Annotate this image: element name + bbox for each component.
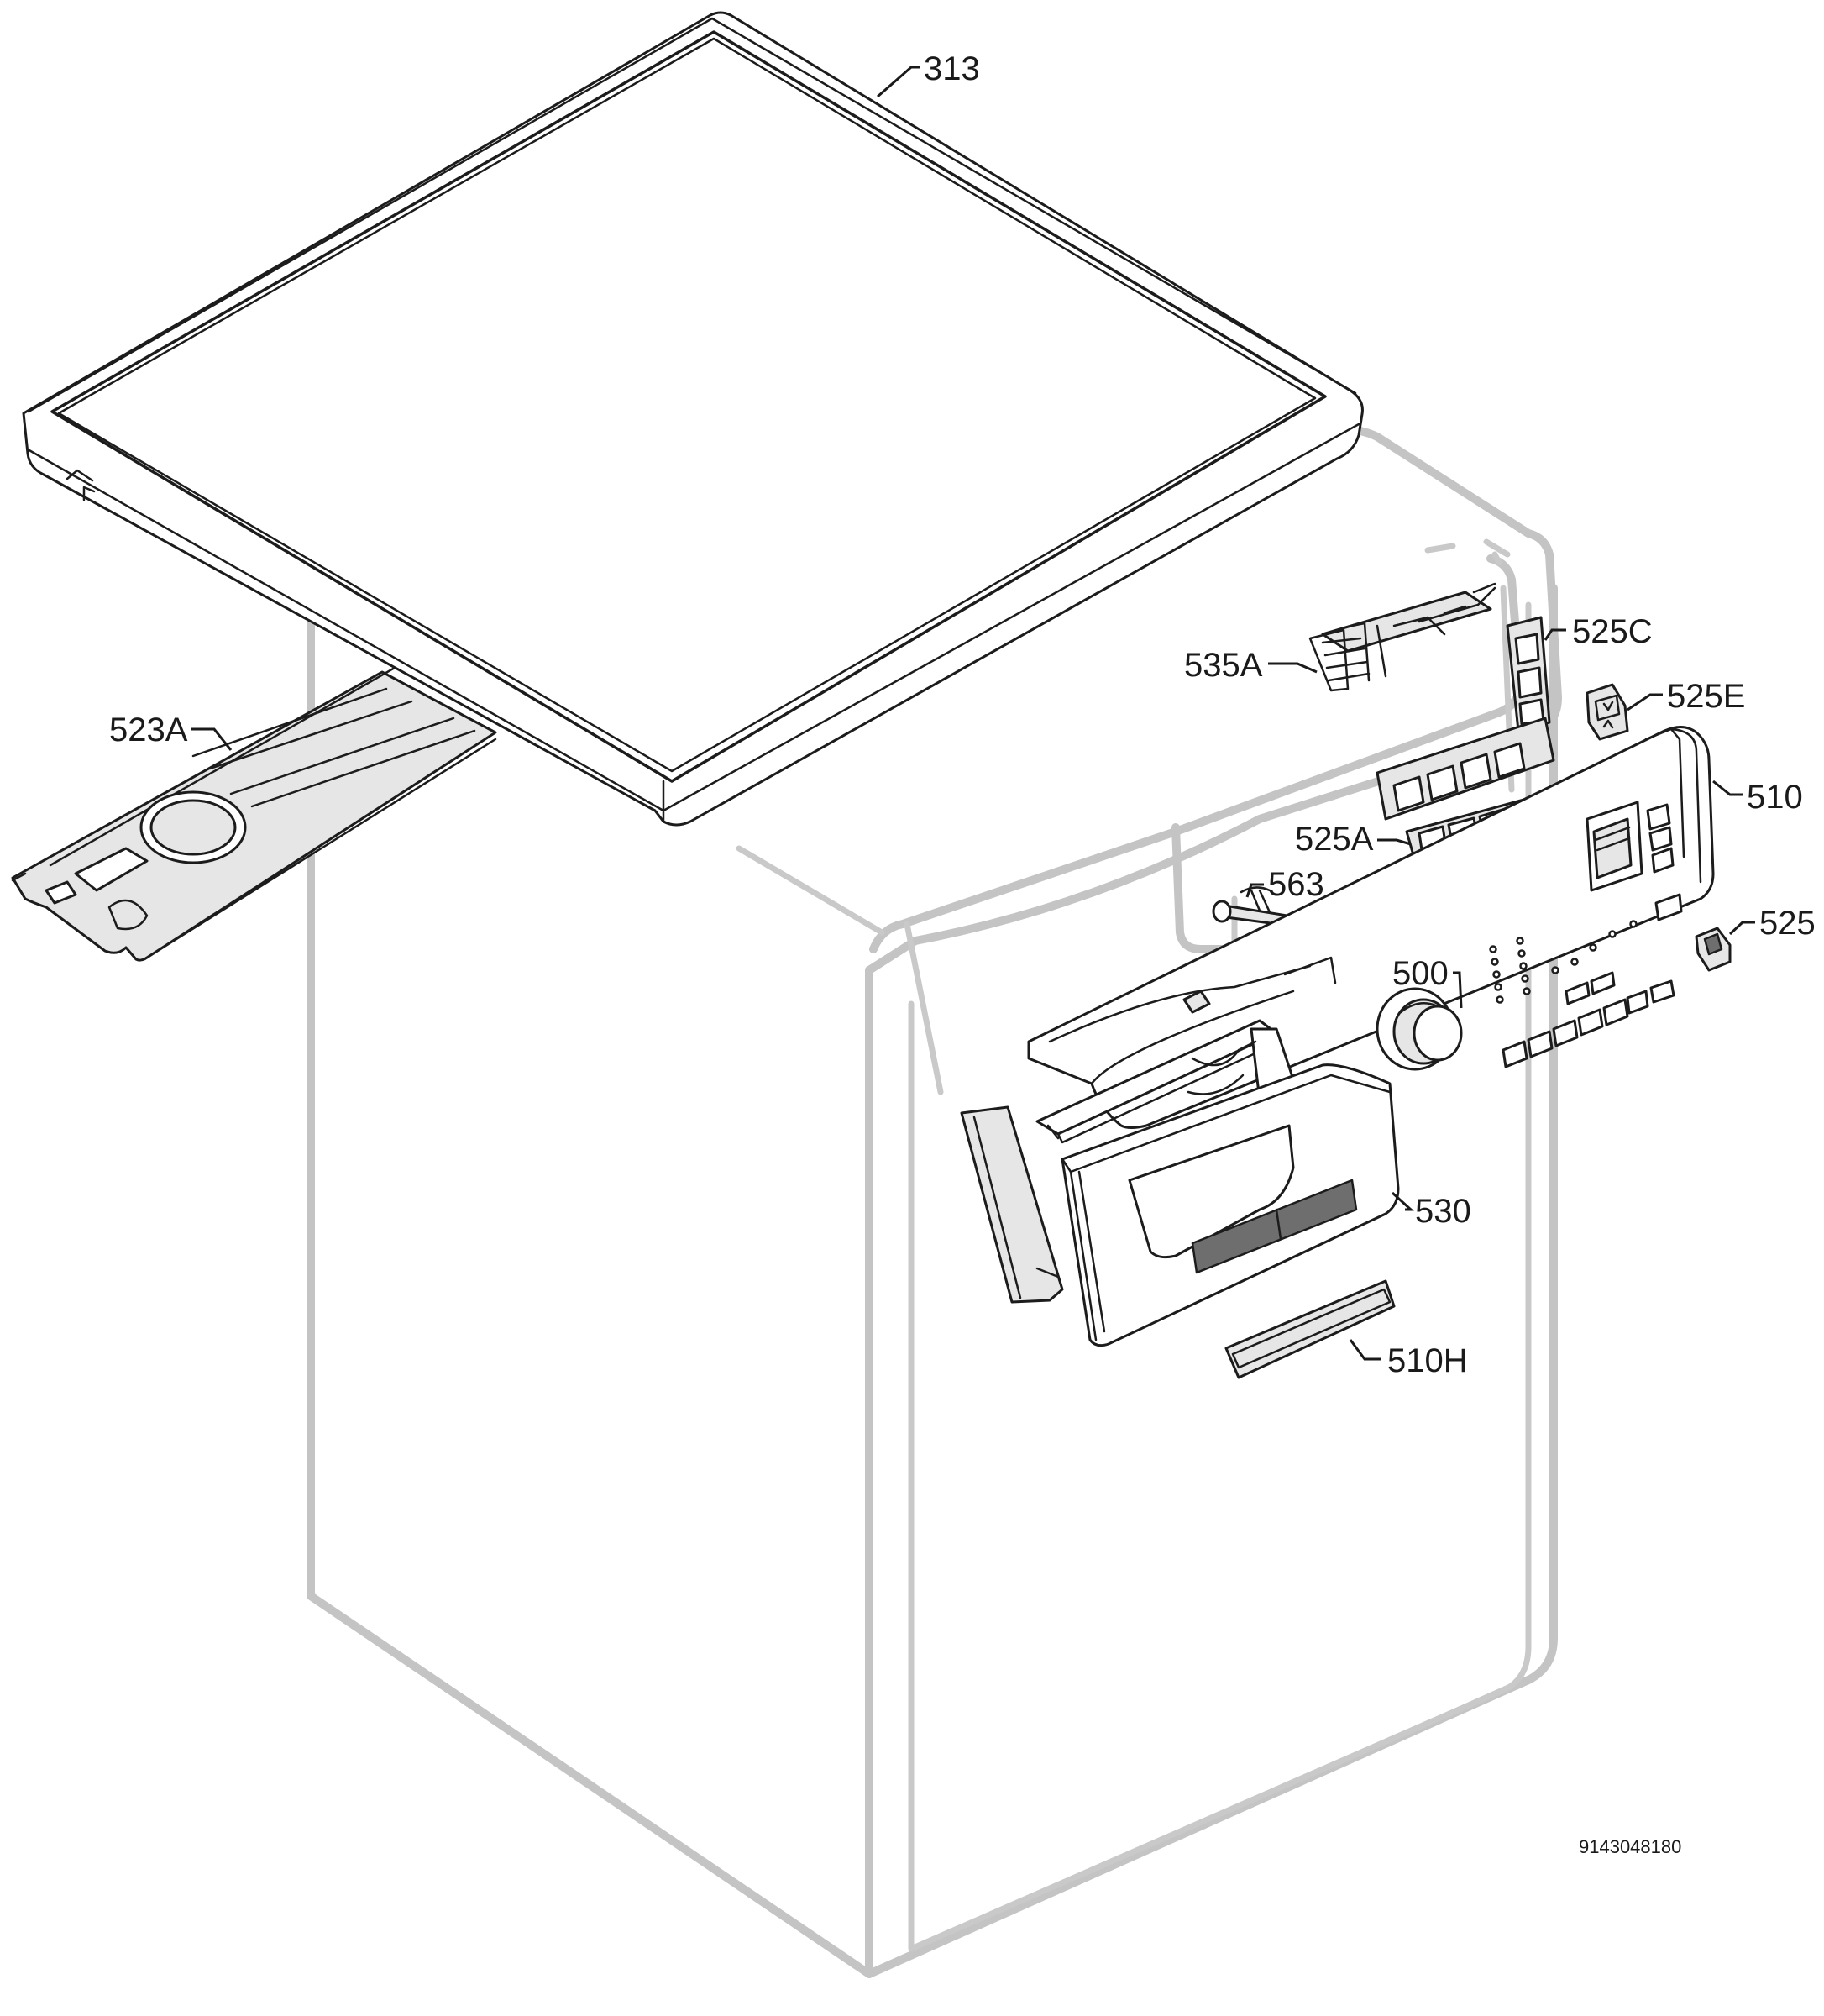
- label-500: 500: [1392, 955, 1449, 992]
- document-number: 9143048180: [1579, 1836, 1681, 1857]
- button-bracket-525C: [1376, 616, 1555, 821]
- label-525: 525: [1759, 905, 1816, 942]
- handle-510H: [1224, 1279, 1396, 1379]
- button-525E: [1586, 683, 1629, 741]
- label-313: 313: [924, 50, 980, 87]
- label-525E: 525E: [1667, 678, 1745, 715]
- leader-lines: [191, 66, 1755, 1361]
- drawer-530: [1061, 1063, 1400, 1347]
- label-523A: 523A: [109, 711, 188, 748]
- label-535A: 535A: [1184, 647, 1263, 684]
- rail-523A: [11, 666, 497, 962]
- part-labels: 313 523A 535A 525C 525E 510 525A 563 525…: [109, 50, 1816, 1857]
- label-525C: 525C: [1572, 613, 1653, 650]
- control-panel-510: [1027, 726, 1715, 1129]
- knob-500: [1376, 987, 1463, 1071]
- connector-535A: [1308, 582, 1496, 692]
- label-510: 510: [1747, 779, 1803, 816]
- lid-313: [22, 11, 1364, 827]
- label-530: 530: [1415, 1193, 1471, 1230]
- label-563: 563: [1268, 866, 1324, 903]
- label-525A: 525A: [1295, 821, 1374, 858]
- label-510H: 510H: [1387, 1342, 1468, 1379]
- switch-525: [1695, 927, 1732, 972]
